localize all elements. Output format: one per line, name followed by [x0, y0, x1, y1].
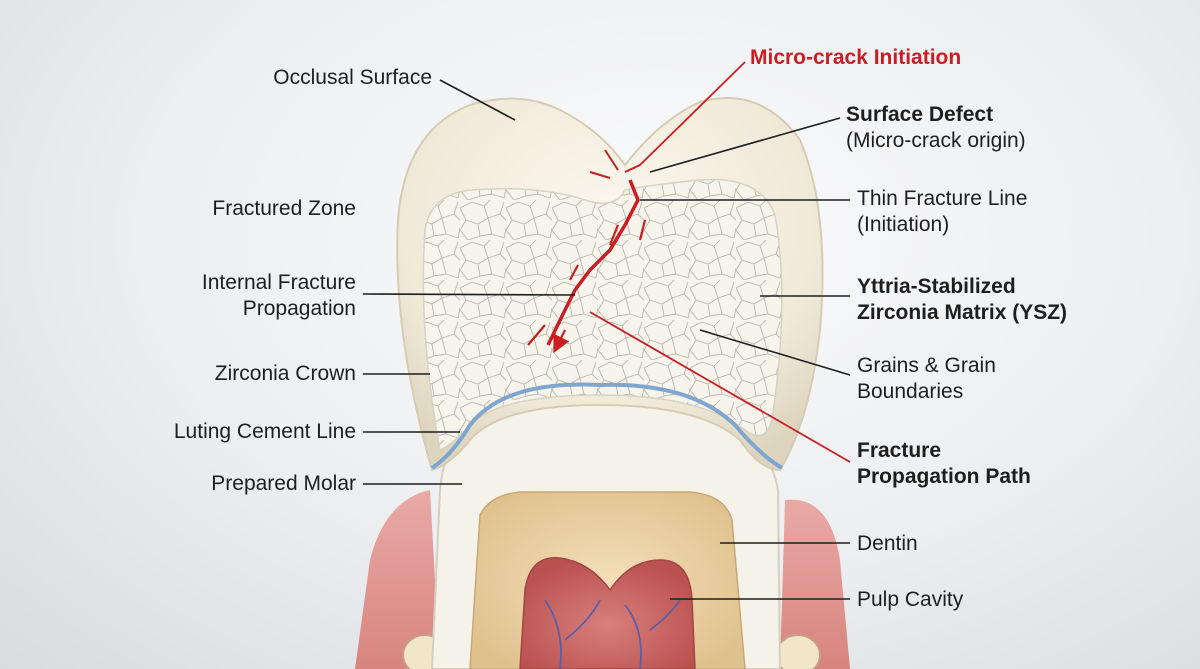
gum-left: [355, 490, 440, 669]
label-surface-defect-title: Surface Defect: [846, 103, 994, 126]
pulp-vessels: [544, 599, 681, 669]
zirconia-matrix: [422, 178, 783, 452]
label-prepared-molar: Prepared Molar: [211, 472, 356, 495]
pulp-cavity: [519, 557, 696, 669]
label-luting-cement: Luting Cement Line: [173, 420, 356, 443]
label-ysz-matrix: Yttria-Stabilized Zirconia Matrix (YSZ): [857, 274, 1067, 326]
label-internal-fracture-line2: Propagation: [242, 297, 356, 320]
propagation-arrows: [527, 219, 647, 350]
label-grains: Grains & Grain Boundaries: [857, 353, 996, 405]
label-pulp-cavity: Pulp Cavity: [857, 588, 964, 611]
label-thin-fracture-line1: Thin Fracture Line: [857, 187, 1028, 210]
label-thin-fracture-line2: (Initiation): [857, 213, 950, 236]
label-fpp-line2: Propagation Path: [857, 465, 1031, 488]
label-ysz-line2: Zirconia Matrix (YSZ): [857, 301, 1068, 324]
micro-cracks: [589, 149, 641, 179]
label-surface-defect-sub: (Micro-crack origin): [846, 129, 1026, 152]
label-fractured-zone: Fractured Zone: [212, 197, 356, 220]
label-grains-line1: Grains & Grain: [857, 354, 996, 377]
leader-lines: [362, 79, 851, 600]
label-grains-line2: Boundaries: [857, 380, 964, 403]
luting-cement-line: [430, 382, 784, 470]
label-occlusal-surface: Occlusal Surface: [273, 66, 432, 89]
label-fpp-line1: Fracture: [857, 439, 942, 462]
fracture-crack: [546, 179, 640, 346]
label-internal-fracture-line1: Internal Fracture: [201, 271, 356, 294]
red-leader-lines: [589, 61, 851, 463]
label-zirconia-crown: Zirconia Crown: [214, 362, 356, 385]
label-fracture-propagation-path: Fracture Propagation Path: [857, 438, 1031, 490]
label-surface-defect: Surface Defect (Micro-crack origin): [846, 102, 1026, 154]
label-internal-fracture: Internal Fracture Propagation: [140, 270, 356, 322]
label-micro-crack-initiation: Micro-crack Initiation: [750, 46, 962, 69]
label-thin-fracture-line: Thin Fracture Line (Initiation): [857, 186, 1027, 238]
label-dentin: Dentin: [857, 532, 918, 555]
bone-socket-right: [775, 634, 821, 669]
gum-right: [780, 499, 850, 669]
label-ysz-line1: Yttria-Stabilized: [857, 275, 1016, 298]
